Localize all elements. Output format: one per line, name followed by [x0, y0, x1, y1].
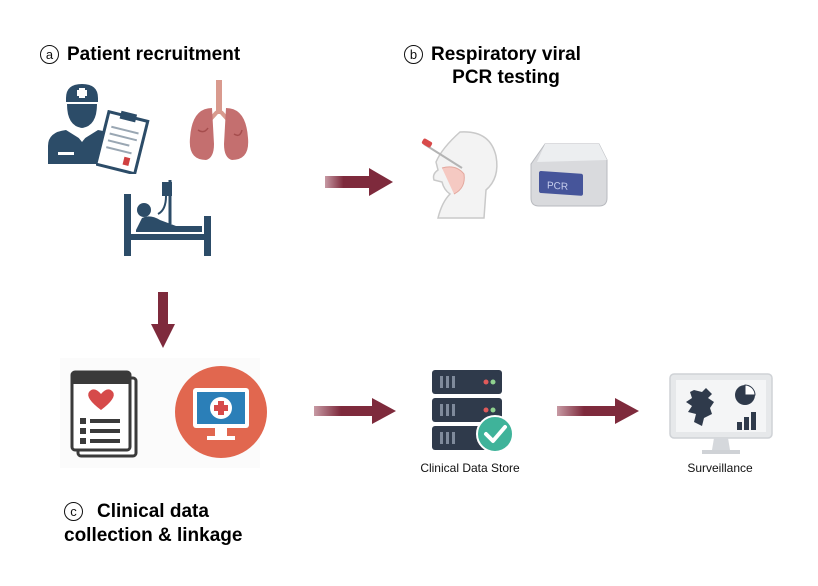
section-b-title-line2: PCR testing: [452, 67, 560, 88]
section-c-marker: c: [64, 502, 83, 521]
bar-chart-icon: [736, 410, 758, 430]
data-store-caption: Clinical Data Store: [420, 461, 520, 475]
section-b-marker: b: [404, 45, 423, 64]
section-c-title-line2: collection & linkage: [64, 525, 243, 546]
medical-monitor-icon: [173, 364, 269, 460]
medical-record-icon: [68, 368, 142, 460]
arrow-to-surveillance: [557, 398, 639, 424]
section-a-title: Patient recruitment: [67, 44, 241, 65]
scotland-map-icon: [682, 388, 722, 428]
section-c-header: c Clinical data: [64, 500, 209, 523]
section-c-title-line1: Clinical data: [97, 501, 209, 522]
section-b-header: b Respiratory viral PCR testing: [404, 43, 581, 89]
clipboard-icon: [96, 110, 150, 174]
surveillance-caption: Surveillance: [687, 461, 753, 475]
pcr-screen-label: PCR: [547, 180, 568, 192]
arrow-down: [151, 292, 175, 348]
section-a-marker: a: [40, 45, 59, 64]
nasal-swab-icon: [420, 128, 510, 220]
section-a-header: a Patient recruitment: [40, 43, 240, 66]
check-icon: [475, 414, 515, 454]
lungs-icon: [184, 78, 254, 164]
pie-chart-icon: [734, 384, 756, 406]
arrow-to-pcr: [325, 168, 393, 196]
section-b-title-line1: Respiratory viral: [431, 44, 581, 65]
arrow-to-data-store: [314, 398, 396, 424]
pcr-machine-icon: PCR: [527, 140, 611, 212]
hospital-bed-icon: [120, 176, 216, 258]
